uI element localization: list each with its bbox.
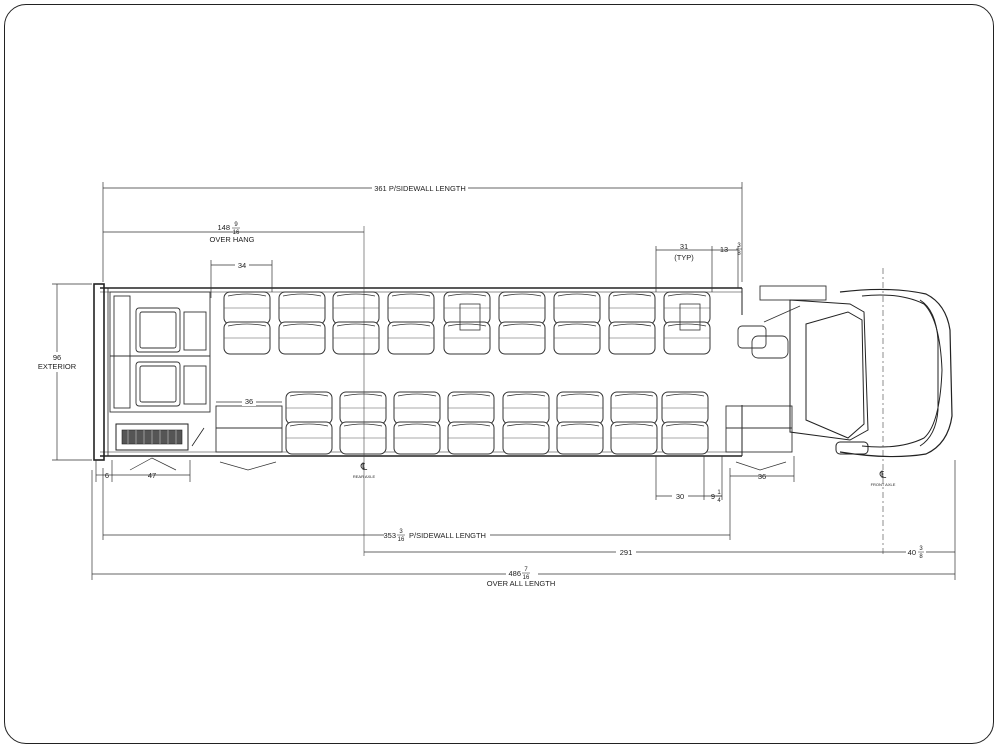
- front-axle-label: FRONT AXLE: [871, 482, 896, 487]
- seat-pitch-label: 31: [680, 242, 688, 251]
- heater-unit: [115, 423, 205, 451]
- sidewall-bottom-denominator: 16: [398, 537, 405, 543]
- seat-pitch-note: (TYP): [674, 253, 694, 262]
- exterior-width-value: 96: [53, 353, 61, 362]
- front-overhang-whole: 40: [908, 548, 916, 557]
- dimension-labels: 361 P/SIDEWALL LENGTH 148 9 16 OVER HANG…: [38, 183, 926, 588]
- overhang-label: OVER HANG: [209, 235, 254, 244]
- rear-width-label: 47: [148, 471, 156, 480]
- rear-equipment: [109, 291, 211, 413]
- front-axle-centerline-symbol: ℄: [879, 470, 887, 481]
- front-clearance-numerator: 3: [737, 243, 741, 249]
- overall-length-label: OVER ALL LENGTH: [487, 579, 556, 588]
- slide-frame: [4, 4, 994, 744]
- centerlines: [363, 226, 884, 556]
- seats-bottom-row: [285, 391, 709, 455]
- wheelbase-label: 291: [620, 548, 633, 557]
- aisle-width-label: 36: [245, 397, 253, 406]
- front-overhang-denominator: 8: [919, 554, 923, 560]
- exterior-width-label: EXTERIOR: [38, 362, 77, 371]
- overall-length-numerator: 7: [524, 567, 528, 573]
- front-clearance-whole: 13: [720, 245, 728, 254]
- seats-top-row: [223, 291, 711, 355]
- bottom-gap-whole: 9: [711, 492, 715, 501]
- overall-length-whole: 486: [508, 569, 521, 578]
- sidewall-top-label: 361 P/SIDEWALL LENGTH: [374, 184, 466, 193]
- entry-door: [737, 285, 827, 359]
- dimension-lines: [52, 182, 956, 580]
- bottom-seat-label: 30: [676, 492, 684, 501]
- sidewall-bottom-label: P/SIDEWALL LENGTH: [409, 531, 486, 540]
- overhang-numerator: 9: [234, 222, 238, 228]
- seat-width-label: 34: [238, 261, 246, 270]
- front-overhang-numerator: 3: [919, 546, 923, 552]
- bottom-right-label: 36: [758, 472, 766, 481]
- rear-axle-label: REAR AXLE: [353, 474, 376, 479]
- overall-length-denominator: 16: [523, 575, 530, 581]
- bottom-gap-numerator: 1: [717, 490, 721, 496]
- sidewall-bottom-numerator: 3: [399, 529, 403, 535]
- rear-gap-label: 6: [105, 471, 109, 480]
- rear-axle-centerline-symbol: ℄: [360, 462, 368, 473]
- sidewall-bottom-whole: 353: [383, 531, 396, 540]
- overhang-whole: 148: [217, 223, 230, 232]
- cab-hood: [789, 288, 953, 458]
- bottom-gap-denominator: 4: [717, 498, 721, 504]
- overhang-denominator: 16: [233, 230, 240, 236]
- front-clearance-denominator: 8: [737, 251, 741, 257]
